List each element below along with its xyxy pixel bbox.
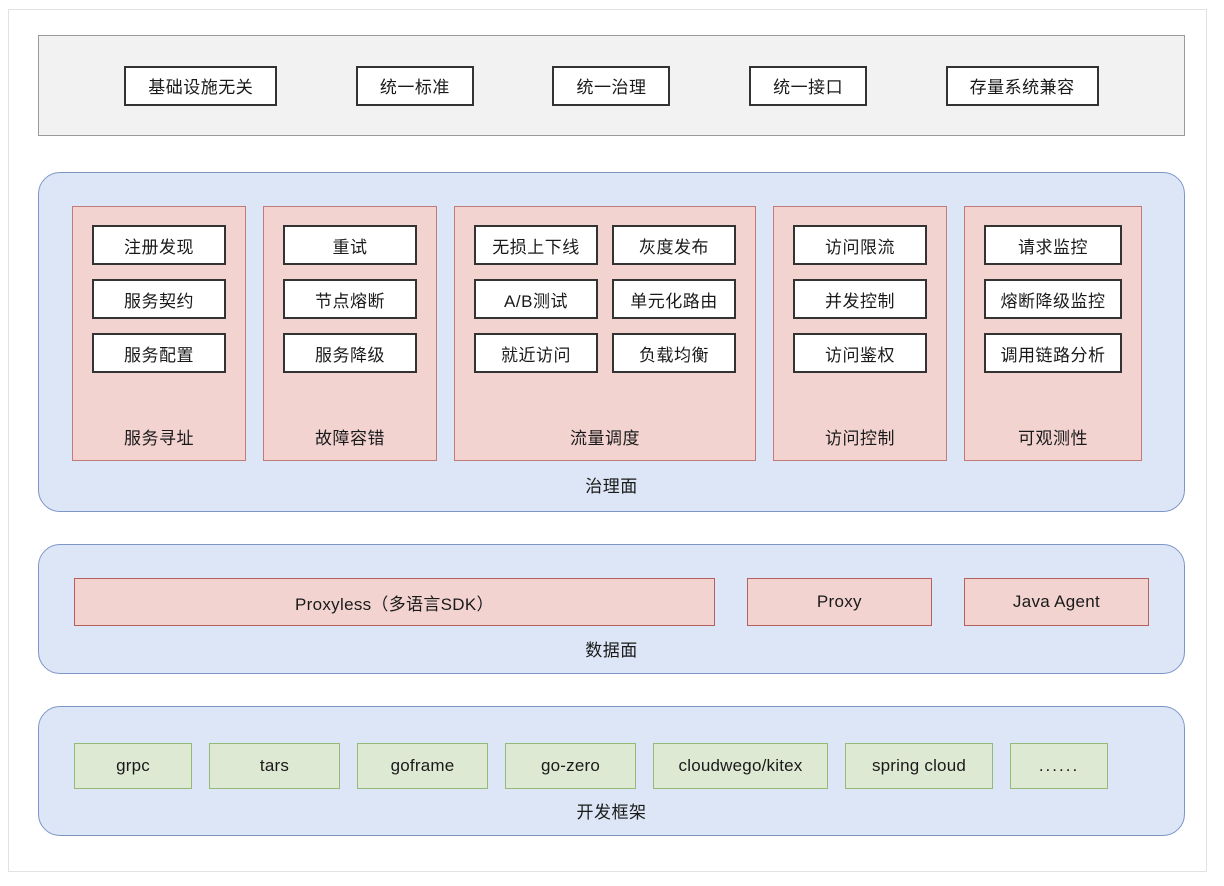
- principle-label: 基础设施无关: [148, 78, 254, 97]
- data-plane-item-label: Proxy: [816, 592, 862, 611]
- data-plane-item-label: Proxyless（多语言SDK）: [295, 594, 494, 614]
- group-items: 重试 节点熔断 服务降级: [283, 225, 417, 373]
- framework-item-label: tars: [259, 756, 290, 775]
- capability-cell-concurrency-control: 并发控制: [793, 279, 927, 319]
- capability-cell-register-discovery: 注册发现: [92, 225, 226, 265]
- capability-label: 无损上下线: [492, 237, 580, 257]
- capability-cell-service-degradation: 服务降级: [283, 333, 417, 373]
- group-column: 灰度发布 单元化路由 负载均衡: [612, 225, 736, 373]
- principle-label: 存量系统兼容: [969, 78, 1075, 97]
- layer-development-framework: grpc tars goframe go-zero cloudwego/kite…: [38, 706, 1185, 836]
- principle-box-infrastructure-agnostic: 基础设施无关: [124, 65, 278, 106]
- principle-box-unified-standard: 统一标准: [355, 65, 474, 106]
- data-plane-item-java-agent: Java Agent: [963, 578, 1150, 626]
- capability-label: 请求监控: [1018, 237, 1088, 257]
- framework-item-label: go-zero: [540, 756, 601, 775]
- framework-item-grpc: grpc: [74, 743, 192, 789]
- group-items: 无损上下线 A/B测试 就近访问 灰度发布: [474, 225, 736, 373]
- capability-cell-nearby-access: 就近访问: [474, 333, 598, 373]
- governance-group-traffic-scheduling: 无损上下线 A/B测试 就近访问 灰度发布: [454, 206, 756, 461]
- group-items: 注册发现 服务契约 服务配置: [92, 225, 226, 373]
- capability-label: 灰度发布: [639, 237, 709, 257]
- layer-data-plane: Proxyless（多语言SDK） Proxy Java Agent 数据面: [38, 544, 1185, 674]
- group-title: 故障容错: [315, 429, 385, 448]
- capability-label: 服务降级: [315, 345, 385, 365]
- framework-item-tars: tars: [209, 743, 340, 789]
- framework-item-label: spring cloud: [871, 756, 967, 775]
- capability-label: 调用链路分析: [1000, 345, 1106, 365]
- principles-row: 基础设施无关 统一标准 统一治理 统一接口 存量系统兼容: [39, 36, 1184, 135]
- capability-label: 重试: [332, 237, 368, 257]
- framework-item-go-zero: go-zero: [505, 743, 636, 789]
- governance-groups: 注册发现 服务契约 服务配置 服务寻址: [72, 206, 1142, 461]
- group-title: 访问控制: [825, 429, 895, 448]
- group-column: 请求监控 熔断降级监控 调用链路分析: [984, 225, 1122, 373]
- principle-label: 统一接口: [773, 78, 844, 97]
- principle-box-unified-governance: 统一治理: [552, 65, 671, 106]
- capability-cell-request-monitoring: 请求监控: [984, 225, 1122, 265]
- group-column: 重试 节点熔断 服务降级: [283, 225, 417, 373]
- group-column: 访问限流 并发控制 访问鉴权: [793, 225, 927, 373]
- principles-band: 基础设施无关 统一标准 统一治理 统一接口 存量系统兼容: [38, 35, 1185, 136]
- governance-group-fault-tolerance: 重试 节点熔断 服务降级 故障容错: [263, 206, 437, 461]
- framework-item-cloudwego-kitex: cloudwego/kitex: [653, 743, 828, 789]
- principle-label: 统一标准: [379, 78, 450, 97]
- group-title: 可观测性: [1018, 429, 1088, 448]
- capability-cell-access-authentication: 访问鉴权: [793, 333, 927, 373]
- data-plane-item-proxyless: Proxyless（多语言SDK）: [74, 578, 715, 626]
- data-plane-items: Proxyless（多语言SDK） Proxy Java Agent: [74, 578, 1150, 626]
- capability-cell-service-contract: 服务契约: [92, 279, 226, 319]
- group-column: 无损上下线 A/B测试 就近访问: [474, 225, 598, 373]
- capability-label: 并发控制: [825, 291, 895, 311]
- group-column: 注册发现 服务契约 服务配置: [92, 225, 226, 373]
- layer-governance-plane: 注册发现 服务契约 服务配置 服务寻址: [38, 172, 1185, 512]
- framework-item-more: ......: [1010, 743, 1108, 789]
- capability-label: 节点熔断: [315, 291, 385, 311]
- principle-box-unified-interface: 统一接口: [749, 65, 868, 106]
- governance-group-observability: 请求监控 熔断降级监控 调用链路分析 可观测性: [964, 206, 1142, 461]
- framework-item-label: goframe: [390, 756, 455, 775]
- framework-items: grpc tars goframe go-zero cloudwego/kite…: [74, 743, 1149, 789]
- group-title: 服务寻址: [124, 429, 194, 448]
- capability-cell-retry: 重试: [283, 225, 417, 265]
- capability-label: 访问鉴权: [825, 345, 895, 365]
- capability-cell-lossless-online-offline: 无损上下线: [474, 225, 598, 265]
- layer-label-data-plane: 数据面: [585, 641, 638, 660]
- governance-group-access-control: 访问限流 并发控制 访问鉴权 访问控制: [773, 206, 947, 461]
- data-plane-item-proxy: Proxy: [746, 578, 932, 626]
- capability-cell-circuit-degradation-monitoring: 熔断降级监控: [984, 279, 1122, 319]
- capability-cell-load-balancing: 负载均衡: [612, 333, 736, 373]
- capability-cell-trace-analysis: 调用链路分析: [984, 333, 1122, 373]
- group-items: 访问限流 并发控制 访问鉴权: [793, 225, 927, 373]
- layer-label-development-framework: 开发框架: [576, 803, 647, 822]
- capability-label: 注册发现: [124, 237, 194, 257]
- framework-item-label: cloudwego/kitex: [678, 756, 803, 775]
- layer-label-governance-plane: 治理面: [585, 477, 638, 496]
- principle-label: 统一治理: [576, 78, 647, 97]
- governance-group-service-addressing: 注册发现 服务契约 服务配置 服务寻址: [72, 206, 246, 461]
- capability-label: 服务契约: [124, 291, 194, 311]
- group-items: 请求监控 熔断降级监控 调用链路分析: [984, 225, 1122, 373]
- capability-label: A/B测试: [504, 291, 568, 311]
- capability-label: 访问限流: [825, 237, 895, 257]
- principle-box-legacy-compatibility: 存量系统兼容: [945, 65, 1099, 106]
- capability-cell-node-circuit-breaking: 节点熔断: [283, 279, 417, 319]
- capability-label: 单元化路由: [630, 291, 718, 311]
- framework-item-goframe: goframe: [357, 743, 488, 789]
- group-title: 流量调度: [570, 429, 640, 448]
- capability-cell-unitized-routing: 单元化路由: [612, 279, 736, 319]
- capability-label: 熔断降级监控: [1000, 291, 1106, 311]
- capability-label: 服务配置: [124, 345, 194, 365]
- page-frame: [8, 9, 1207, 872]
- capability-cell-ab-testing: A/B测试: [474, 279, 598, 319]
- capability-label: 就近访问: [501, 345, 571, 365]
- framework-item-label: ......: [1038, 756, 1080, 775]
- capability-cell-service-config: 服务配置: [92, 333, 226, 373]
- capability-cell-canary-release: 灰度发布: [612, 225, 736, 265]
- capability-cell-rate-limiting: 访问限流: [793, 225, 927, 265]
- data-plane-item-label: Java Agent: [1012, 592, 1101, 611]
- framework-item-spring-cloud: spring cloud: [845, 743, 993, 789]
- framework-item-label: grpc: [116, 756, 150, 775]
- capability-label: 负载均衡: [639, 345, 709, 365]
